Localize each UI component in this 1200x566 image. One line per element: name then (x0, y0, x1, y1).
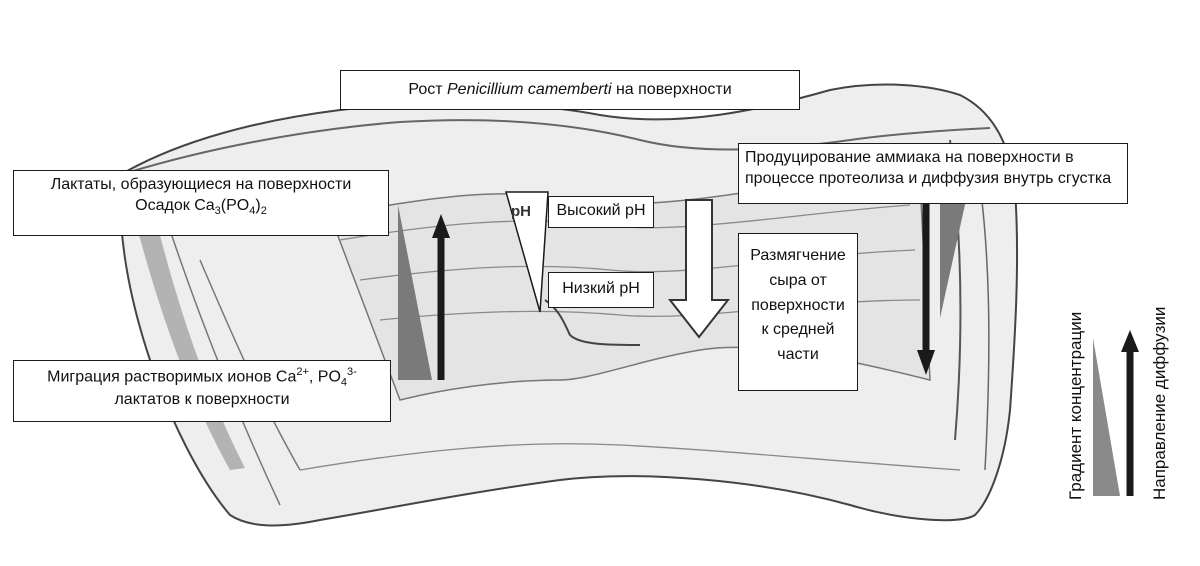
softening-line1: Размягчение (750, 247, 846, 264)
softening-arrow-down (667, 199, 731, 339)
ammonia-line2: процессе протеолиза и диффузия внутрь сг… (745, 169, 1112, 187)
gradient-triangle-right (940, 200, 966, 318)
ph-wedge (505, 191, 549, 313)
migration-box: Миграция растворимых ионов Ca2+, PO43- л… (13, 360, 391, 422)
legend-gradient-label: Градиент концентрации (1066, 311, 1085, 500)
low-ph-box: Низкий pH (548, 272, 654, 308)
ammonia-line1: Продуцирование аммиака на поверхности в (745, 149, 1074, 166)
lactates-box: Лактаты, образующиеся на поверхности Оса… (13, 170, 389, 236)
ammonia-box: Продуцирование аммиака на поверхности в … (738, 143, 1128, 204)
softening-line2: сыра от (769, 271, 827, 289)
title-suffix: на поверхности (611, 81, 732, 98)
title-species: Penicillium camemberti (447, 81, 612, 98)
cheese-top-surface (119, 119, 991, 176)
cheese-crack (544, 299, 641, 346)
migration-line1: Миграция растворимых ионов Ca2+, PO43- (47, 366, 357, 389)
diffusion-arrow-down-right-head (917, 350, 935, 375)
high-ph-box: Высокий pH (548, 196, 654, 228)
legend-gradient-triangle (1093, 338, 1120, 496)
softening-line5: части (777, 346, 819, 364)
migration-line2: лактатов к поверхности (114, 390, 290, 408)
lactates-line1: Лактаты, образующиеся на поверхности (50, 176, 352, 193)
ph-marker-label: pH (511, 203, 531, 220)
softening-line3: поверхности (751, 296, 845, 314)
diffusion-arrow-up-left-head (432, 214, 450, 238)
cheese-rind-left (130, 195, 245, 470)
softening-line4: к средней (761, 321, 835, 339)
lactates-line2: Осадок Ca3(PO4)2 (135, 196, 267, 217)
gradient-triangle-left (398, 205, 432, 380)
cheese-layer-line (299, 443, 961, 471)
softening-box: Размягчение сыра от поверхности к средне… (738, 233, 858, 391)
title-box: Рост Penicillium camemberti на поверхнос… (340, 70, 800, 110)
title-prefix: Рост (408, 81, 447, 98)
legend-diffusion-label: Направление диффузии (1150, 306, 1169, 500)
legend-diffusion-arrow-head (1121, 330, 1139, 352)
